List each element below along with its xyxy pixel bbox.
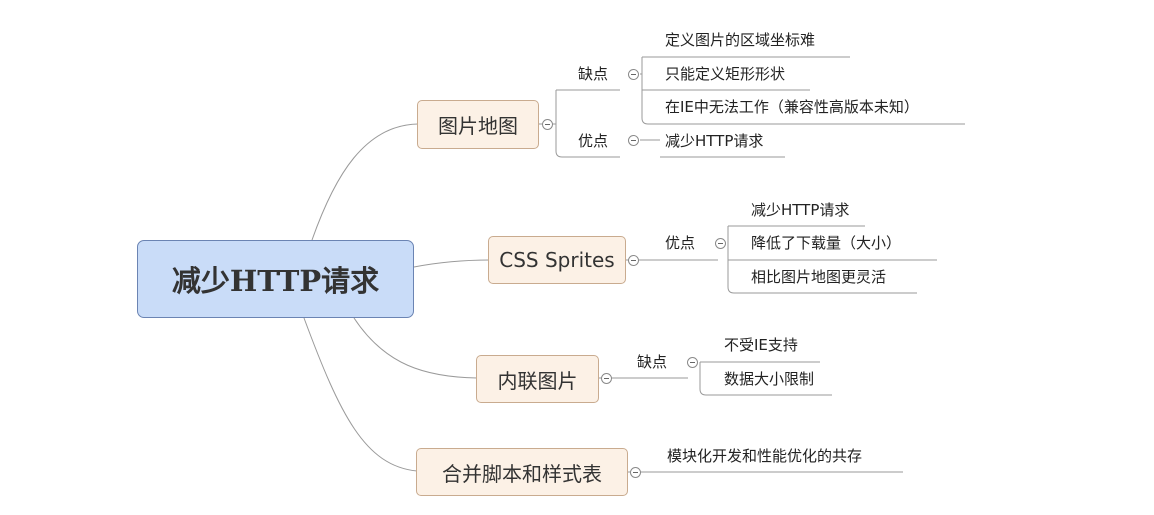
collapse-toggle-icon[interactable] (601, 373, 612, 384)
collapse-toggle-icon[interactable] (687, 357, 698, 368)
collapse-toggle-icon[interactable] (628, 255, 639, 266)
leaf-item[interactable]: 模块化开发和性能优化的共存 (667, 447, 863, 465)
leaf-item[interactable]: 只能定义矩形形状 (665, 65, 786, 83)
collapse-toggle-icon[interactable] (542, 119, 553, 130)
leaf-item[interactable]: 数据大小限制 (724, 370, 815, 388)
collapse-toggle-icon[interactable] (715, 238, 726, 249)
collapse-toggle-icon[interactable] (628, 69, 639, 80)
leaf-item[interactable]: 减少HTTP请求 (751, 201, 850, 219)
group-label-pros[interactable]: 优点 (665, 234, 696, 252)
topic-merge-scripts-styles[interactable]: 合并脚本和样式表 (416, 448, 628, 496)
collapse-toggle-icon[interactable] (630, 467, 641, 478)
collapse-toggle-icon[interactable] (628, 135, 639, 146)
topic-inline-images[interactable]: 内联图片 (476, 355, 599, 403)
group-label-pros[interactable]: 优点 (578, 132, 609, 150)
leaf-item[interactable]: 定义图片的区域坐标难 (665, 31, 816, 49)
leaf-item[interactable]: 降低了下载量（大小） (751, 234, 902, 252)
group-label-cons[interactable]: 缺点 (578, 65, 609, 83)
root-topic[interactable]: 减少HTTP请求 (137, 240, 414, 318)
leaf-item[interactable]: 相比图片地图更灵活 (751, 268, 887, 286)
topic-css-sprites[interactable]: CSS Sprites (488, 236, 626, 284)
leaf-item[interactable]: 减少HTTP请求 (665, 132, 764, 150)
leaf-item[interactable]: 不受IE支持 (724, 336, 798, 354)
group-label-cons[interactable]: 缺点 (637, 353, 668, 371)
leaf-item[interactable]: 在IE中无法工作（兼容性高版本未知） (665, 98, 919, 116)
topic-image-map[interactable]: 图片地图 (417, 100, 539, 149)
